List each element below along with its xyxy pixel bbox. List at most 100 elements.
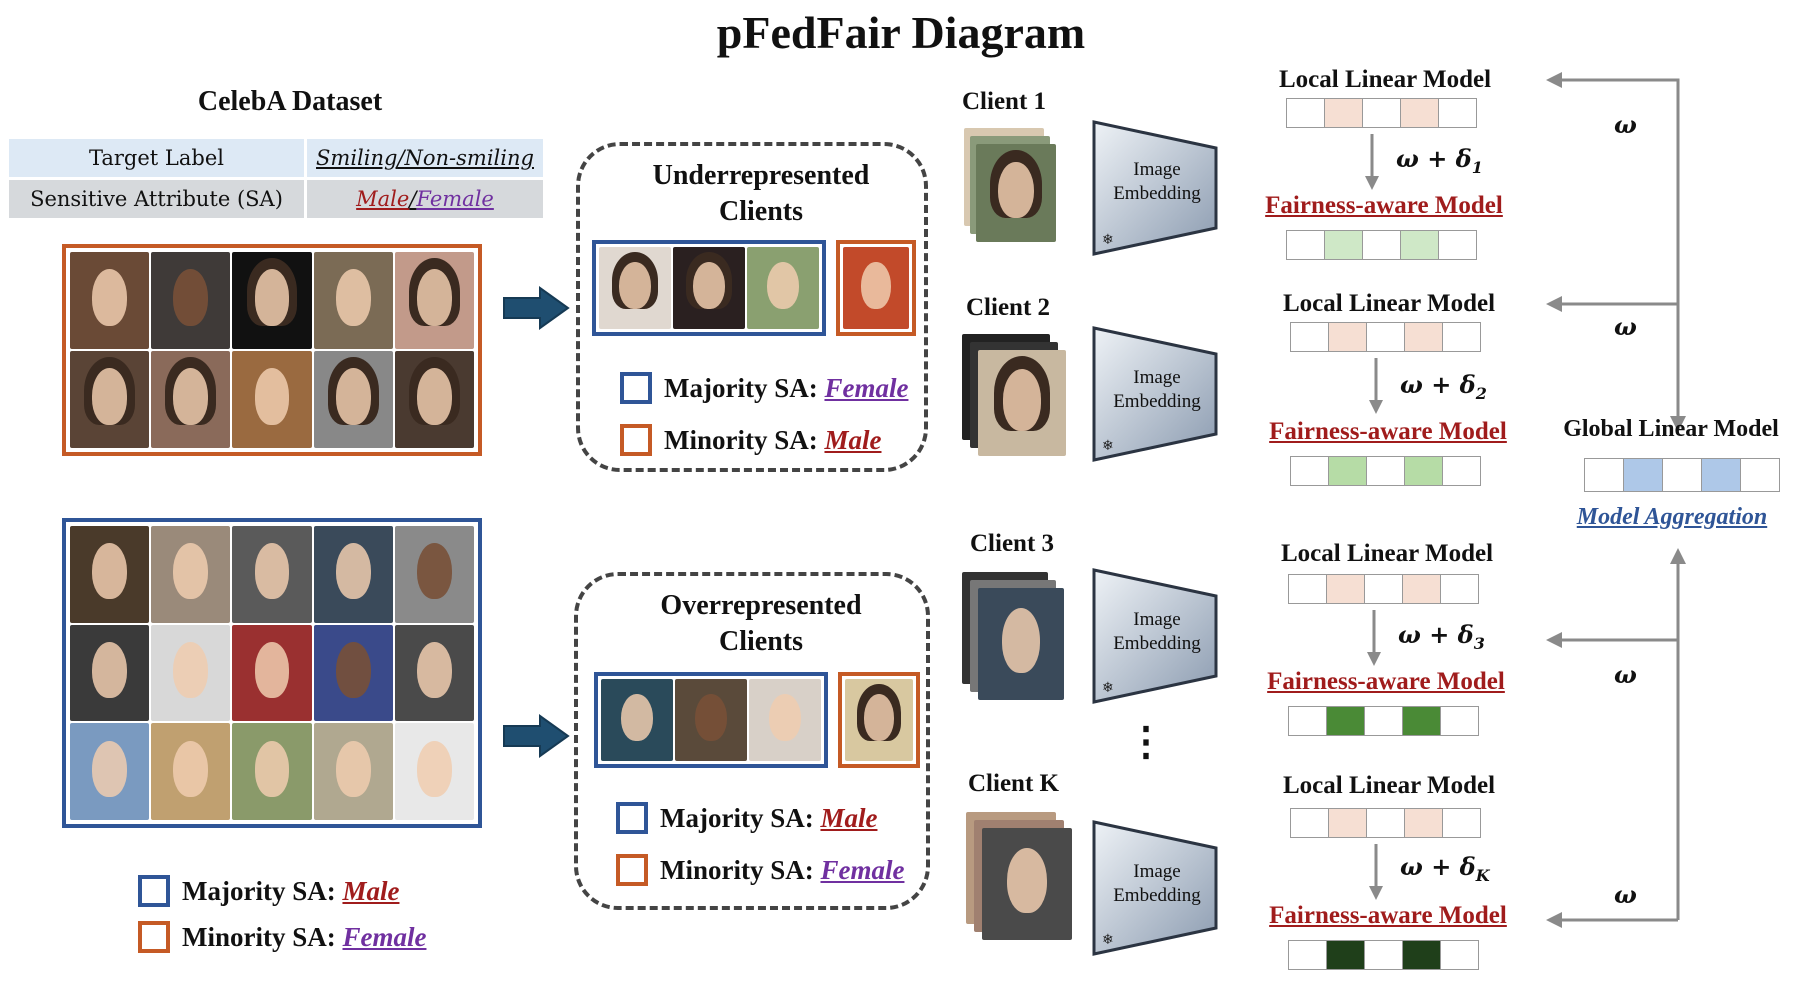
majority-swatch (620, 372, 652, 404)
delta-sub: 3 (1473, 633, 1485, 653)
face-image (747, 247, 819, 329)
sa-male: Male (356, 187, 410, 211)
face-image (232, 351, 312, 448)
client-3-fair-model-label: Fairness-aware Model (1267, 668, 1505, 695)
face-image (843, 247, 909, 329)
dataset-legend: Majority SA: Male Minority SA: Female (138, 868, 426, 960)
face-image (232, 252, 312, 349)
face-image (976, 144, 1056, 242)
client-1-images (964, 128, 1056, 242)
target-label-a: Smiling (316, 146, 398, 170)
model-aggregation-label: Model Aggregation (1576, 504, 1768, 530)
client-1-delta: ω + δ1 (1396, 144, 1483, 177)
face-image (394, 351, 474, 448)
under-legend-majority: Majority SA: Female (620, 362, 908, 414)
arrow-to-over-icon (503, 714, 570, 758)
client-3-down-arrow-icon (1367, 610, 1381, 666)
male-faces-panel (62, 518, 482, 828)
emb-line1: Image (1133, 159, 1181, 180)
arrow-to-under-icon (503, 286, 570, 330)
under-legend-minority: Minority SA: Male (620, 414, 908, 466)
client-k-delta: ω + δK (1400, 852, 1490, 885)
sa-female: Female (416, 187, 494, 211)
client-2-delta: ω + δ2 (1400, 370, 1487, 403)
under-minority-image (836, 240, 916, 336)
face-image (675, 679, 747, 761)
face-image (151, 351, 231, 448)
face-image (151, 723, 231, 820)
client-3-images (962, 572, 1070, 702)
delta-sub: 2 (1475, 383, 1487, 403)
underrepresented-group (576, 142, 928, 472)
target-label-key: Target Label (6, 136, 307, 180)
target-label-b: Non-smiling (404, 146, 534, 170)
dataset-table: Target Label Smiling/Non-smiling Sensiti… (6, 136, 546, 221)
face-image (394, 624, 474, 722)
minority-swatch (616, 854, 648, 886)
client-2-embedding-icon: ❄ (1092, 326, 1218, 462)
dataset-heading: CelebA Dataset (197, 86, 383, 117)
emb-line2: Embedding (1113, 885, 1201, 906)
face-image (978, 350, 1066, 456)
majority-swatch (616, 802, 648, 834)
under-heading: Underrepresented Clients (596, 158, 926, 230)
client-3-fair-model-weights (1288, 706, 1479, 736)
client-1-embedding-icon: ❄ (1092, 120, 1218, 256)
sa-key: Sensitive Attribute (SA) (6, 177, 307, 221)
client-2-label: Client 2 (966, 294, 1051, 321)
sa-value: Male/Female (304, 177, 546, 221)
delta-text: ω + δ (1400, 370, 1476, 399)
face-image (232, 526, 312, 623)
sa-row: Sensitive Attribute (SA) Male/Female (6, 177, 546, 221)
target-label-value: Smiling/Non-smiling (304, 136, 546, 180)
svg-text:❄: ❄ (1102, 438, 1114, 454)
client-k-down-arrow-icon (1369, 844, 1383, 900)
face-image (845, 679, 913, 761)
delta-sub: K (1475, 865, 1490, 885)
diagram-title: pFedFair Diagram (716, 7, 1086, 58)
minority-swatch (620, 424, 652, 456)
face-image (313, 252, 393, 349)
global-model-label: Global Linear Model (1563, 416, 1779, 442)
client-1-local-model-weights (1286, 98, 1477, 128)
over-minority-label: Minority SA: (660, 854, 821, 885)
client-3-label: Client 3 (970, 530, 1055, 557)
face-image (151, 526, 231, 623)
global-model-weights (1584, 458, 1780, 492)
delta-text: ω + δ (1398, 620, 1474, 649)
under-majority-label: Majority SA: (664, 372, 825, 403)
legend-majority: Majority SA: Male (138, 868, 426, 914)
face-image (313, 723, 393, 820)
aggregation-arrows (1546, 72, 1686, 928)
face-image (313, 351, 393, 448)
delta-text: ω + δ (1400, 852, 1476, 881)
omega-1: ω (1614, 110, 1637, 139)
client-k-local-model-label: Local Linear Model (1282, 772, 1496, 799)
face-image (232, 624, 312, 722)
legend-minority-label: Minority SA: (182, 921, 343, 952)
over-majority-label: Majority SA: (660, 802, 821, 833)
under-heading-line1: Underrepresented (652, 160, 870, 191)
legend-majority-label: Majority SA: (182, 875, 343, 906)
client-2-images (962, 334, 1070, 456)
omega-3: ω (1614, 660, 1637, 689)
over-minority-value: Female (820, 854, 905, 885)
majority-swatch (138, 875, 170, 907)
client-1-fair-model-weights (1286, 230, 1477, 260)
face-image (394, 252, 474, 349)
face-image (394, 526, 474, 623)
ellipsis: ⋮ (1126, 718, 1166, 765)
client-2-local-model-label: Local Linear Model (1282, 290, 1496, 317)
client-2-down-arrow-icon (1369, 358, 1383, 414)
face-image (151, 252, 231, 349)
delta-sub: 1 (1471, 157, 1483, 177)
client-2-fair-model-label: Fairness-aware Model (1269, 418, 1507, 445)
legend-minority: Minority SA: Female (138, 914, 426, 960)
face-image (394, 723, 474, 820)
client-1-down-arrow-icon (1365, 134, 1379, 190)
minority-swatch (138, 921, 170, 953)
